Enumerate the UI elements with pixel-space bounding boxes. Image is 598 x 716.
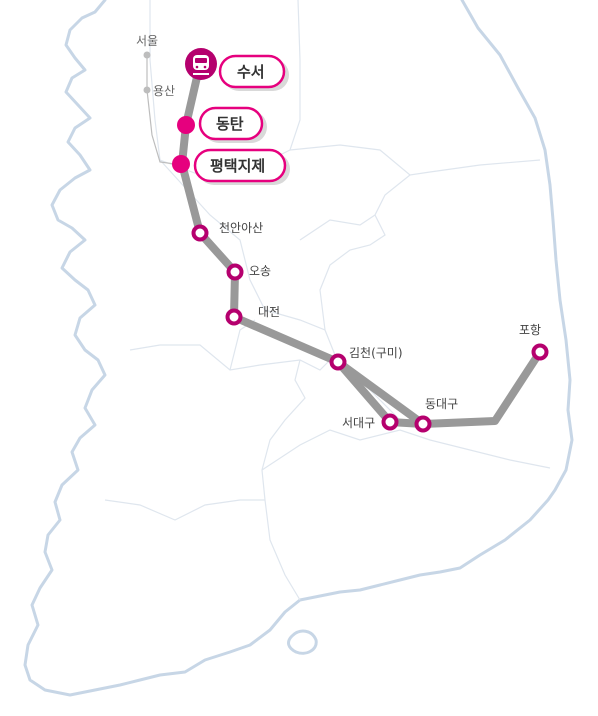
station-dongdaegu-marker[interactable] — [414, 415, 432, 433]
station-cheonan-marker[interactable] — [191, 224, 209, 242]
station-pohang-marker[interactable] — [531, 343, 549, 361]
train-icon-window — [195, 58, 207, 63]
station-osong-label: 오송 — [249, 264, 271, 278]
station-suseo-badge[interactable]: 수서 — [218, 54, 289, 91]
station-pohang-label: 포항 — [519, 323, 541, 337]
station-yongsan-marker[interactable] — [143, 86, 151, 94]
coastline — [23, 0, 574, 697]
station-seoul-marker[interactable] — [143, 51, 151, 59]
train-icon-rail — [193, 73, 209, 75]
station-yongsan-label: 용산 — [153, 84, 175, 98]
station-pyeongtaek-label: 평택지제 — [210, 157, 265, 175]
station-seodaegu-label: 서대구 — [342, 416, 375, 430]
auxiliary-line — [146, 55, 183, 166]
station-dongtan-marker[interactable] — [177, 116, 195, 134]
station-dongtan-label: 동탄 — [216, 115, 244, 133]
station-dongtan-badge[interactable]: 동탄 — [198, 106, 267, 143]
station-suseo-label: 수서 — [237, 63, 265, 81]
station-seodaegu-marker[interactable] — [381, 413, 399, 431]
station-pyeongtaek-marker[interactable] — [172, 155, 190, 173]
province-borders — [104, 0, 551, 601]
station-gimcheon-marker[interactable] — [329, 353, 347, 371]
station-cheonan-label: 천안아산 — [219, 220, 263, 235]
station-gimcheon-label: 김천(구미) — [349, 345, 403, 360]
station-suseo[interactable] — [185, 48, 217, 80]
station-osong-marker[interactable] — [226, 263, 244, 281]
station-seoul-label: 서울 — [136, 34, 158, 48]
station-dongdaegu-label: 동대구 — [425, 397, 458, 411]
station-daejeon-marker[interactable] — [225, 308, 243, 326]
station-daejeon-label: 대전 — [258, 305, 280, 319]
station-pyeongtaek-badge[interactable]: 평택지제 — [193, 148, 290, 185]
